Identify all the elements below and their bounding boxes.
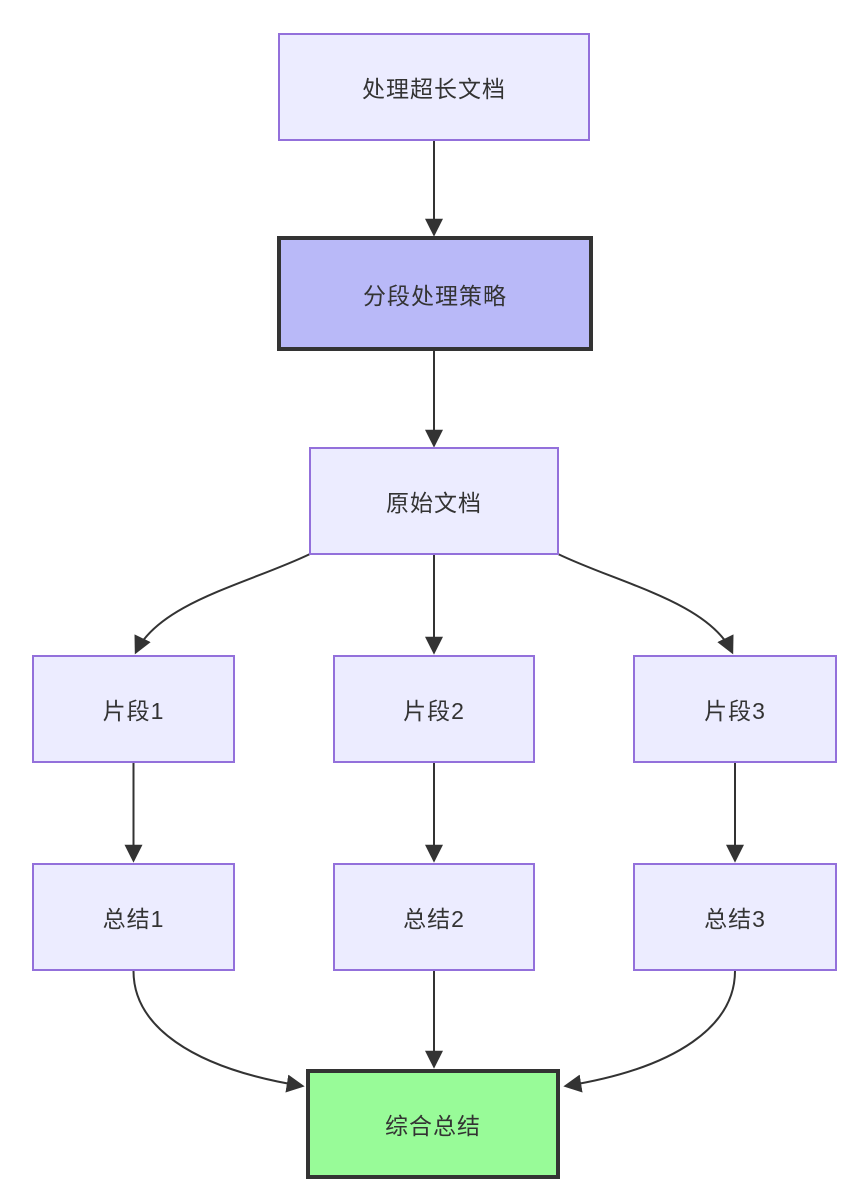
node-label: 分段处理策略 [363,282,507,309]
node-summary-3: 总结3 [633,863,837,971]
node-label: 总结3 [704,906,766,932]
node-segmentation-strategy: 分段处理策略 [277,236,593,351]
edge-g-j [132,970,305,1093]
node-label: 综合总结 [385,1113,481,1139]
node-fragment-3: 片段3 [633,655,837,763]
node-original-doc: 原始文档 [309,447,559,555]
node-fragment-2: 片段2 [333,655,535,763]
node-label: 原始文档 [386,490,482,516]
edge-c-d [134,553,311,655]
node-label: 总结1 [102,906,165,932]
node-process-long-doc: 处理超长文档 [278,33,590,141]
node-label: 处理超长文档 [362,76,506,102]
node-label: 片段2 [403,698,465,724]
node-summary-1: 总结1 [32,863,235,971]
node-label: 片段3 [704,698,766,724]
node-label: 总结2 [403,906,465,932]
node-label: 片段1 [102,698,165,724]
edge-i-j [563,970,736,1093]
edge-c-f [557,553,734,655]
node-fragment-1: 片段1 [32,655,235,763]
node-combined-summary: 综合总结 [306,1069,560,1179]
node-summary-2: 总结2 [333,863,535,971]
